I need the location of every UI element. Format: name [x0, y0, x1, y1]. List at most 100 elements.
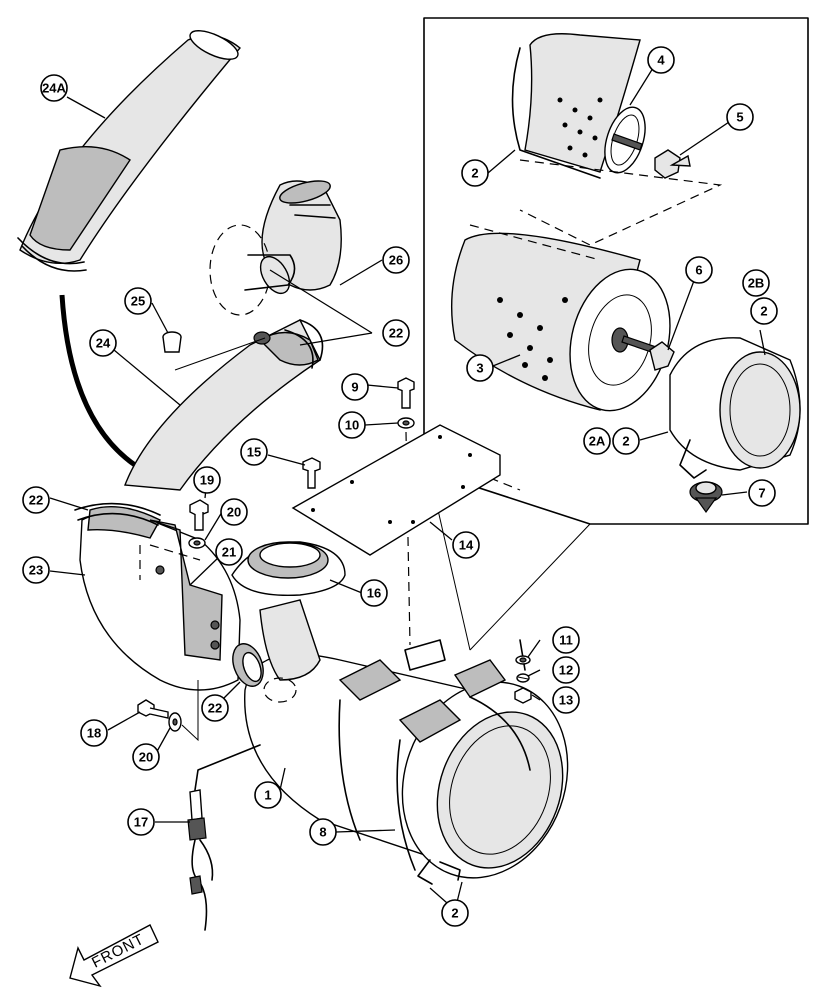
callout-11: 11 [552, 626, 580, 654]
svg-text:20: 20 [139, 750, 153, 765]
callout-25: 25 [124, 287, 152, 315]
svg-text:10: 10 [345, 418, 359, 433]
part-11-nut [515, 655, 531, 665]
part-17-restriction-sensor [187, 744, 261, 931]
callout-4: 4 [647, 46, 675, 74]
bolt-dash-lower [181, 680, 199, 742]
inset-frame [423, 17, 809, 525]
callout-19: 19 [193, 466, 221, 494]
svg-text:13: 13 [559, 693, 573, 708]
svg-text:24: 24 [96, 336, 111, 351]
svg-text:14: 14 [459, 538, 474, 553]
part-16-precleaner-cap [231, 541, 346, 703]
arrow-24A-to-24 [59, 294, 137, 468]
svg-text:2B: 2B [748, 276, 765, 291]
callout-10: 10 [338, 411, 366, 439]
front-direction-arrow: FRONT [69, 924, 159, 988]
callout-26: 26 [382, 246, 410, 274]
callout-13: 13 [552, 686, 580, 714]
part-25-plug [162, 331, 182, 353]
svg-text:7: 7 [758, 486, 765, 501]
svg-text:6: 6 [695, 263, 702, 278]
svg-text:22: 22 [208, 701, 222, 716]
callout-23: 23 [22, 556, 50, 584]
part-14-plate [291, 424, 501, 556]
svg-text:15: 15 [247, 445, 261, 460]
svg-text:26: 26 [389, 253, 403, 268]
svg-text:4: 4 [657, 53, 665, 68]
svg-text:1: 1 [264, 788, 271, 803]
callout-20-upper: 20 [220, 498, 248, 526]
part-18-bolt [137, 699, 169, 719]
part-2-housing-top-arc [511, 47, 601, 179]
part-21-bracket [139, 519, 223, 661]
callout-2A: 2A [583, 427, 611, 455]
svg-text:2: 2 [451, 906, 458, 921]
inset-dash-top [519, 159, 723, 246]
port-dash [174, 337, 266, 371]
callout-14: 14 [452, 531, 480, 559]
part-20-washer-lower [168, 712, 182, 732]
svg-text:22: 22 [389, 326, 403, 341]
svg-text:25: 25 [131, 294, 145, 309]
part-25-port [253, 331, 271, 345]
callout-2-right: 2 [750, 297, 778, 325]
svg-text:3: 3 [476, 361, 483, 376]
callout-22-upper: 22 [382, 319, 410, 347]
callout-2-bottom: 2 [441, 899, 469, 927]
part-15-bolt [302, 457, 321, 489]
part-19-bolt [189, 499, 209, 531]
callout-22-left: 22 [22, 486, 50, 514]
part-22-clamp-lower [232, 643, 264, 687]
svg-text:2A: 2A [589, 434, 606, 449]
part-3-filter-element [450, 232, 671, 412]
svg-text:12: 12 [559, 663, 573, 678]
svg-text:11: 11 [559, 633, 573, 648]
callout-15: 15 [240, 438, 268, 466]
svg-text:16: 16 [367, 586, 381, 601]
callout-3: 3 [466, 354, 494, 382]
svg-text:24A: 24A [42, 81, 66, 96]
callout-17: 17 [127, 808, 155, 836]
part-20-washer-upper [188, 537, 206, 549]
part-7-dust-valve [689, 481, 723, 514]
svg-text:2: 2 [760, 304, 767, 319]
part-24A-duct [17, 30, 242, 272]
callout-2B: 2B [742, 269, 770, 297]
part-4-screen [524, 33, 646, 174]
svg-text:23: 23 [29, 563, 43, 578]
callout-9: 9 [341, 373, 369, 401]
callout-24: 24 [89, 329, 117, 357]
callout-18: 18 [80, 719, 108, 747]
part-12-lockwasher [516, 673, 530, 683]
part-5-wing-nut [654, 149, 691, 179]
callout-1: 1 [254, 781, 282, 809]
callout-24A: 24A [40, 74, 68, 102]
svg-text:2: 2 [622, 434, 629, 449]
svg-text:20: 20 [227, 505, 241, 520]
callout-20-lower: 20 [132, 743, 160, 771]
callout-2-cap: 2 [612, 427, 640, 455]
callout-12: 12 [552, 656, 580, 684]
callout-5: 5 [726, 103, 754, 131]
part-10-washer [397, 417, 415, 429]
part-2-bottom-valve [417, 859, 461, 885]
part-26-elbow [209, 180, 342, 316]
svg-text:19: 19 [200, 473, 214, 488]
svg-text:17: 17 [134, 815, 148, 830]
callout-16: 16 [360, 579, 388, 607]
part-2-end-cap [669, 337, 801, 479]
svg-text:8: 8 [319, 825, 326, 840]
callout-8: 8 [309, 818, 337, 846]
svg-text:22: 22 [29, 493, 43, 508]
part-9-bolt [397, 377, 415, 409]
svg-text:18: 18 [87, 726, 101, 741]
svg-text:5: 5 [736, 110, 743, 125]
svg-text:21: 21 [222, 545, 236, 560]
callout-6: 6 [685, 256, 713, 284]
part-13-nut [514, 687, 532, 704]
callout-2-top: 2 [461, 159, 489, 187]
part-1-air-cleaner-body [244, 639, 569, 879]
